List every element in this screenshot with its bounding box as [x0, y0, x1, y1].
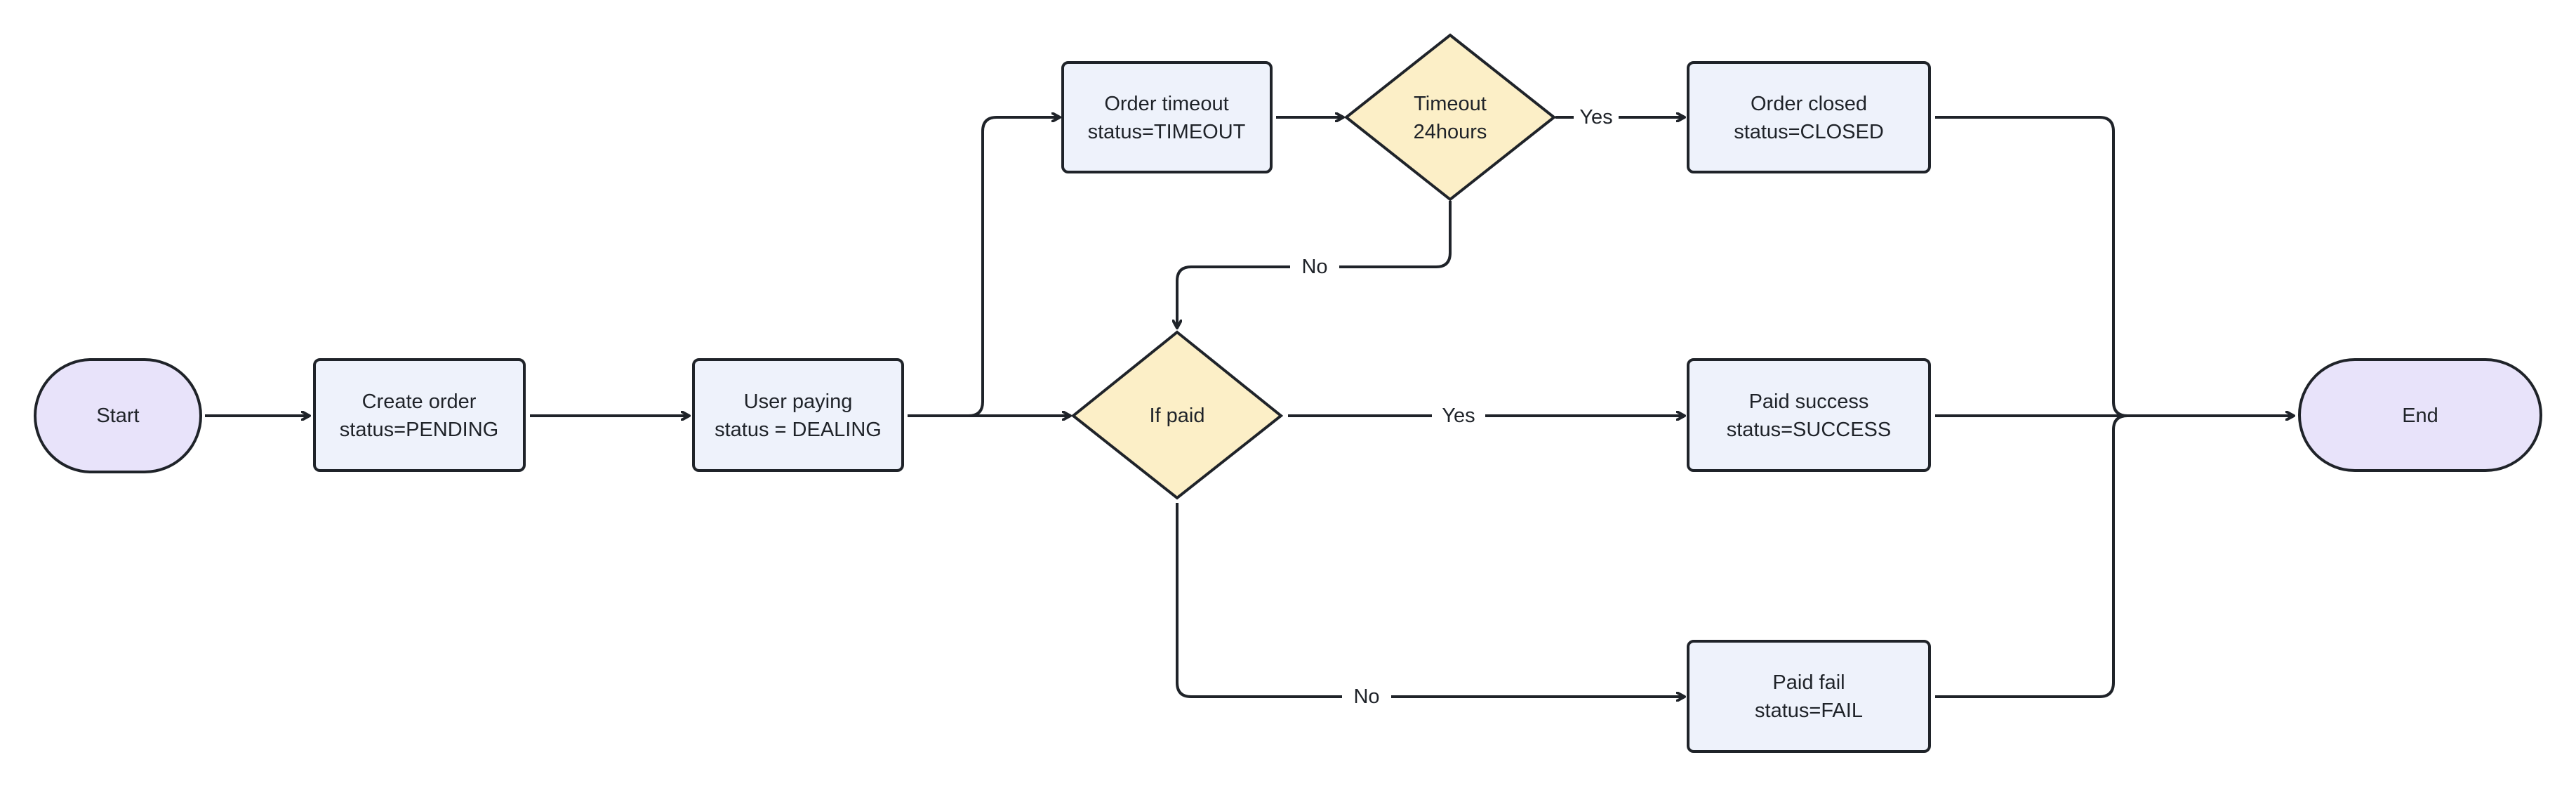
node-create-order-line-1: Create order [362, 390, 477, 413]
node-order-closed: Order closed status=CLOSED [1687, 61, 1931, 173]
node-order-timeout: Order timeout status=TIMEOUT [1061, 61, 1273, 173]
node-timeout-check-line-2: 24hours [1414, 121, 1487, 143]
node-paid-success-line-2: status=SUCCESS [1727, 419, 1892, 441]
node-start-label: Start [96, 405, 139, 427]
node-end: End [2298, 358, 2542, 472]
node-if-paid: If paid [1070, 330, 1284, 500]
node-user-paying: User paying status = DEALING [692, 358, 904, 472]
edge-label-timeout-yes: Yes [1579, 106, 1612, 129]
node-paid-fail-line-1: Paid fail [1772, 671, 1845, 694]
node-paid-fail-line-2: status=FAIL [1755, 700, 1863, 722]
node-order-timeout-line-2: status=TIMEOUT [1088, 121, 1246, 143]
node-paid-fail: Paid fail status=FAIL [1687, 640, 1931, 753]
node-timeout-check: Timeout 24hours [1343, 33, 1557, 202]
edge-label-paid-no: No [1353, 685, 1379, 708]
node-order-closed-line-1: Order closed [1751, 93, 1867, 115]
edge-label-paid-yes: Yes [1442, 405, 1475, 427]
node-paid-success-line-1: Paid success [1749, 390, 1869, 413]
node-user-paying-line-2: status = DEALING [715, 419, 882, 441]
node-create-order-line-2: status=PENDING [340, 419, 498, 441]
node-order-timeout-line-1: Order timeout [1104, 93, 1228, 115]
edge-label-timeout-no: No [1301, 256, 1327, 278]
edge-paid-fail-to-end [1935, 414, 2288, 698]
node-timeout-check-line-1: Timeout [1414, 93, 1487, 115]
node-order-closed-line-2: status=CLOSED [1734, 121, 1884, 143]
edge-order-closed-to-end [1935, 116, 2288, 417]
node-paid-success: Paid success status=SUCCESS [1687, 358, 1931, 472]
node-start: Start [34, 358, 202, 473]
edge-user-paying-to-order-timeout [912, 117, 1060, 417]
edge-paid-no [1176, 503, 1685, 697]
node-create-order: Create order status=PENDING [313, 358, 526, 472]
node-end-label: End [2402, 405, 2438, 427]
edge-labels: Yes No Yes No [1290, 104, 1619, 710]
node-if-paid-label: If paid [1150, 405, 1205, 427]
node-user-paying-line-1: User paying [744, 390, 853, 413]
